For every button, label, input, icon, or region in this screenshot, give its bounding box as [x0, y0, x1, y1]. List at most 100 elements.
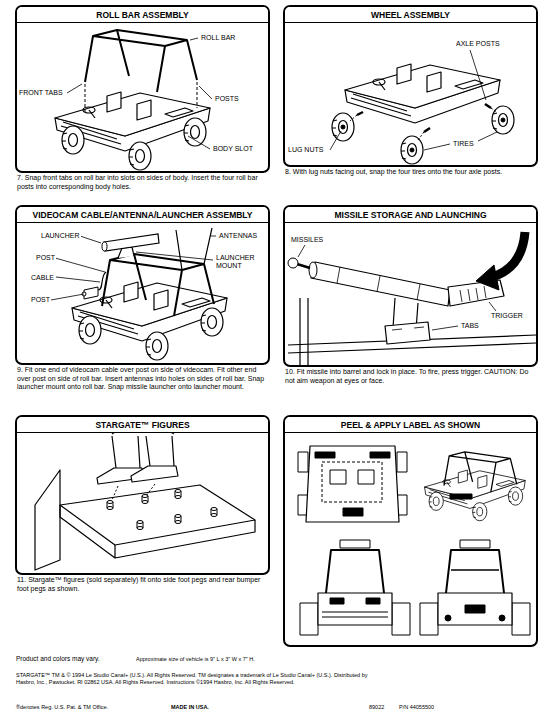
instruction-text: 8. With lug nuts facing out, snap the fo… — [285, 168, 536, 177]
callout-label: CABLE — [30, 274, 55, 282]
line-art — [446, 550, 504, 593]
line-art — [315, 452, 335, 458]
line-art — [322, 612, 388, 617]
footer-text: P/N 44055500 — [398, 704, 435, 711]
line-art — [298, 452, 308, 472]
panel-heading: WHEEL ASSEMBLY — [285, 7, 536, 23]
line-art — [51, 236, 216, 300]
line-art — [300, 298, 308, 366]
footer-text: Product and colors may vary. — [15, 655, 101, 663]
line-art — [318, 593, 392, 625]
line-art — [370, 452, 390, 458]
line-art — [85, 82, 197, 114]
line-art — [137, 521, 143, 530]
line-art — [104, 234, 159, 251]
callout-label: LUG NUTS — [287, 146, 324, 154]
line-art — [438, 593, 512, 625]
callout-label: ANTENNAS — [218, 232, 258, 240]
footer-text: Approximate size of vehicle is 9" L x 3"… — [135, 656, 256, 663]
line-art — [337, 267, 420, 300]
callout-label: POST — [35, 254, 56, 262]
line-art — [499, 615, 505, 621]
line-art — [311, 262, 450, 306]
line-art — [444, 452, 517, 492]
callout-label: TIRES — [452, 140, 475, 148]
line-art — [330, 470, 346, 484]
panel-heading: ROLL BAR ASSEMBLY — [17, 7, 268, 23]
line-art — [298, 245, 496, 330]
instruction-text: 11. Stargate™ figures (sold separately) … — [17, 576, 268, 593]
line-art — [102, 242, 107, 251]
footer-text: MADE IN USA. — [170, 704, 210, 711]
line-art — [332, 113, 354, 141]
line-art — [340, 540, 370, 548]
line-art — [326, 550, 384, 593]
missile-launcher-illustration — [288, 232, 536, 366]
panel-box: MISSILE STORAGE AND LAUNCHING10. Fit mis… — [283, 205, 538, 367]
callout-label: LAUNCHER MOUNT — [215, 254, 263, 271]
line-art — [112, 484, 155, 500]
line-art — [476, 265, 499, 290]
panel-heading: STARGATE™ FIGURES — [17, 417, 268, 433]
line-art — [176, 228, 212, 270]
footer-text: 89022 — [368, 704, 385, 711]
line-art — [300, 603, 318, 635]
line-art — [392, 327, 424, 330]
footer-text: STARGATE™ TM & © 1994 Le Studio Canal+ (… — [15, 672, 377, 685]
callout-label: BODY SLOT — [212, 145, 254, 153]
figure-foot-peg-illustration — [35, 430, 255, 571]
instruction-text: 10. Fit missile into barrel and lock in … — [285, 368, 536, 385]
line-art — [366, 598, 380, 604]
line-art — [358, 470, 374, 484]
line-art — [107, 501, 113, 510]
line-art — [55, 92, 210, 170]
callout-label: MISSILES — [290, 236, 324, 244]
callout-label: TRIGGER — [490, 312, 524, 320]
callout-label: POST — [30, 296, 51, 304]
panel-heading: PEEL & APPLY LABEL AS SHOWN — [285, 417, 536, 433]
line-art — [350, 108, 497, 140]
line-art — [330, 50, 497, 150]
videocam-launcher-illustration — [51, 228, 227, 360]
line-art — [60, 485, 255, 545]
line-art — [98, 272, 106, 290]
line-art — [460, 540, 490, 548]
line-art — [492, 106, 514, 134]
instruction-text: 7. Snap front tabs on roll bar into slot… — [17, 174, 268, 191]
callout-label: LAUNCHER — [40, 232, 81, 240]
line-art — [175, 490, 181, 499]
line-art — [450, 494, 472, 499]
line-art — [131, 466, 178, 482]
line-art — [385, 322, 430, 344]
line-art — [420, 603, 438, 635]
line-art — [465, 605, 485, 613]
line-art — [460, 286, 486, 302]
line-art — [451, 569, 499, 571]
callout-label: ROLL BAR — [200, 34, 236, 42]
line-art — [85, 30, 197, 92]
line-art — [112, 436, 174, 468]
line-art — [330, 598, 344, 604]
line-art — [425, 470, 526, 521]
label-placement-illustration — [298, 446, 530, 635]
line-art — [72, 282, 227, 360]
footer-text: ®denotes Reg. U.S. Pat. & TM Office. — [15, 704, 109, 711]
line-art — [401, 136, 423, 164]
line-art — [397, 452, 407, 472]
line-art — [492, 232, 525, 277]
line-art — [297, 264, 310, 268]
line-art — [445, 615, 451, 621]
line-art — [512, 603, 530, 635]
line-art — [102, 254, 214, 316]
callout-label: AXLE POSTS — [455, 40, 501, 48]
callout-label: FRONT TABS — [18, 89, 64, 97]
line-art — [211, 508, 217, 517]
line-art — [357, 104, 491, 132]
wheel-illustration — [330, 50, 514, 164]
line-art — [60, 505, 255, 558]
line-art — [309, 262, 317, 278]
panel-box: VIDEOCAM CABLE/ANTENNA/LAUNCHER ASSEMBLY… — [15, 205, 270, 365]
line-art — [341, 125, 345, 129]
